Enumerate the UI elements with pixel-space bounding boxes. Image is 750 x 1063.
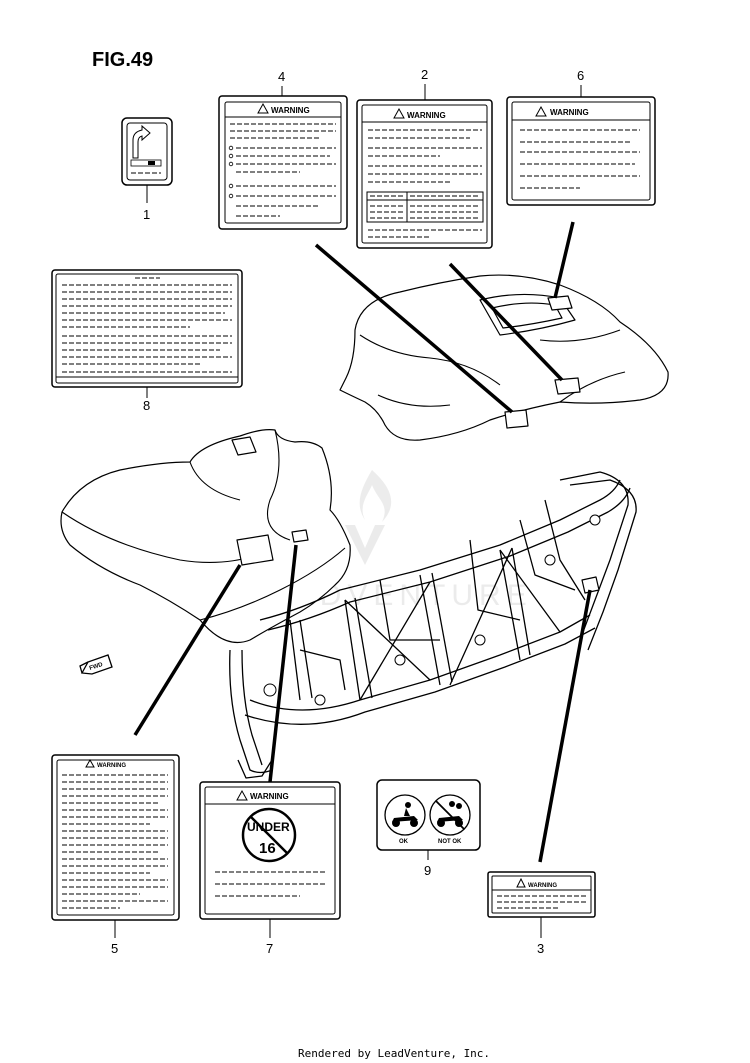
callout-2: 2 xyxy=(421,67,428,82)
callout-5: 5 xyxy=(111,941,118,956)
label-6-warning-title: WARNING xyxy=(550,108,589,117)
warning-triangle-icon xyxy=(535,105,547,117)
not-ok-rider-icon xyxy=(429,794,471,836)
warning-triangle-icon xyxy=(393,107,405,119)
ok-rider-icon xyxy=(384,794,426,836)
footer-credit: Rendered by LeadVenture, Inc. xyxy=(298,1047,490,1060)
label-6-warning[interactable]: WARNING xyxy=(506,96,656,206)
callout-8: 8 xyxy=(143,398,150,413)
label-3-warning[interactable]: WARNING xyxy=(487,871,596,918)
not-ok-text: NOT OK xyxy=(438,839,462,845)
under-text: UNDER xyxy=(247,820,290,834)
rear-fender xyxy=(339,274,669,441)
callout-9: 9 xyxy=(424,863,431,878)
ok-text: OK xyxy=(399,839,409,845)
age-text: 16 xyxy=(259,840,276,857)
label-8-info[interactable] xyxy=(51,269,243,388)
label-7-warning-title: WARNING xyxy=(250,792,289,801)
callout-6: 6 xyxy=(577,68,584,83)
callout-4: 4 xyxy=(278,69,285,84)
leader-label-4 xyxy=(314,243,514,414)
label-3-warning-title: WARNING xyxy=(528,883,557,889)
fwd-arrow-icon: FWD xyxy=(79,654,113,675)
label-9-ok-not-ok[interactable]: OK NOT OK xyxy=(376,779,481,851)
label-4-warning-title: WARNING xyxy=(271,106,310,115)
warning-triangle-icon xyxy=(236,789,248,801)
figure-title: FIG.49 xyxy=(92,49,153,71)
leader-label-5 xyxy=(133,564,242,736)
watermark-flame-icon xyxy=(359,470,392,522)
front-fender xyxy=(60,429,351,644)
leader-label-7 xyxy=(268,544,298,783)
leader-label-6 xyxy=(553,221,575,299)
shift-arrow-icon xyxy=(132,124,151,159)
watermark-v-icon xyxy=(345,525,385,565)
label-2-warning[interactable]: WARNING xyxy=(356,99,493,249)
label-2-warning-title: WARNING xyxy=(407,111,446,120)
leader-label-3 xyxy=(538,589,592,863)
fwd-text: FWD xyxy=(89,662,104,672)
label-4-warning[interactable]: WARNING xyxy=(218,95,348,230)
label-7-under-16[interactable]: WARNING UNDER 16 xyxy=(199,781,341,920)
callout-1: 1 xyxy=(143,207,150,222)
label-5-warning[interactable]: WARNING xyxy=(51,754,180,921)
label-5-warning-title: WARNING xyxy=(97,763,126,769)
callout-7: 7 xyxy=(266,941,273,956)
leader-lines xyxy=(133,221,592,863)
under-16-prohibition-icon: UNDER 16 xyxy=(241,807,297,863)
callout-3: 3 xyxy=(537,941,544,956)
leader-label-2 xyxy=(448,262,564,382)
warning-triangle-icon xyxy=(257,102,269,114)
warning-triangle-icon xyxy=(516,877,526,888)
label-1-shift-decal[interactable] xyxy=(121,117,173,186)
warning-triangle-icon xyxy=(85,758,95,768)
atv-frame xyxy=(229,471,637,779)
